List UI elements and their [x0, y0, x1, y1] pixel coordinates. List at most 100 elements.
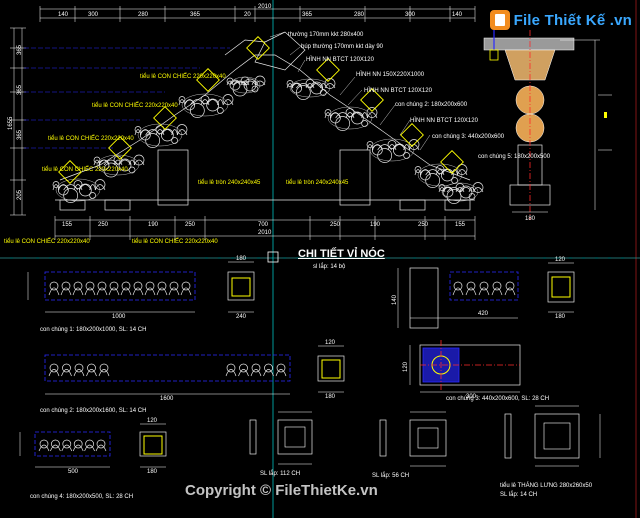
level-lines: [24, 47, 230, 149]
ornament: [134, 123, 188, 148]
note-top-2: HÌNH NN BTCT 120X120: [306, 56, 375, 63]
column-note: con chúng 5: 180x200x500: [478, 154, 551, 160]
top-dim-5: 365: [302, 12, 313, 18]
scroll: [97, 281, 107, 291]
scroll: [51, 439, 60, 449]
left-notes: tiểu lê CON CHIẾC 220x220x40 tiểu lê CON…: [4, 73, 349, 245]
scroll: [181, 281, 191, 291]
part-3-dim-b: 140: [392, 294, 398, 305]
scroll: [85, 439, 94, 449]
scroll: [73, 281, 83, 291]
bottom-dim-1: 250: [98, 222, 109, 228]
scroll: [108, 287, 120, 296]
plaque: [58, 160, 82, 184]
top-dim-0: 140: [58, 12, 69, 18]
top-dim-7: 300: [405, 12, 416, 18]
right-column: [339, 149, 371, 206]
scroll: [263, 369, 274, 377]
scroll: [62, 439, 72, 449]
scroll: [275, 369, 287, 377]
scroll: [72, 444, 84, 452]
file-icon: [489, 10, 510, 30]
part-3-sec-top: 120: [555, 257, 566, 263]
scroll: [478, 287, 490, 296]
scroll: [48, 369, 60, 377]
plaque: [246, 36, 270, 60]
overall-dim-top: 2010: [258, 4, 272, 10]
note-top-3: HÌNH NN 150X220X1000: [356, 71, 425, 78]
scroll: [84, 444, 95, 452]
part-1-dim: 1000: [112, 314, 126, 320]
scroll: [225, 369, 237, 377]
scroll: [85, 281, 95, 291]
bottom-dim-0: 155: [62, 222, 73, 228]
part-2-sec-dim: 180: [325, 394, 336, 400]
scroll: [61, 444, 73, 452]
part-4-sec-dim: 180: [147, 469, 158, 475]
bottom-dim-5: 250: [330, 222, 341, 228]
scroll: [133, 281, 143, 291]
scroll: [95, 444, 107, 452]
roof-elevation: [52, 31, 484, 211]
top-dim-1: 300: [88, 12, 99, 18]
scroll: [157, 281, 167, 291]
part-2-sec-top: 120: [325, 340, 336, 346]
ornament: [226, 75, 266, 97]
roof-notes: thường 170mm kkt 280x400 búp thường 170m…: [288, 32, 505, 140]
left-dim-0: 1655: [8, 116, 14, 130]
ornament: [286, 78, 336, 100]
part-1-outline: [44, 271, 196, 301]
scroll: [98, 369, 110, 377]
scroll: [250, 369, 262, 377]
scroll: [96, 439, 106, 449]
ornament: [324, 106, 378, 131]
bottom-dim-6: 190: [370, 222, 381, 228]
ornament: [438, 182, 484, 204]
left-dim-3: 365: [17, 129, 23, 140]
part-1-sec-dim: 240: [236, 314, 247, 320]
note-top-6: HÌNH NN BTCT 120X120: [410, 117, 479, 124]
scroll: [452, 287, 464, 296]
scroll: [49, 363, 59, 373]
scroll: [73, 369, 85, 377]
ornament: [52, 178, 106, 203]
note-mid-1: tiểu lê tròn 240x240x45: [286, 179, 349, 186]
scroll: [39, 439, 49, 449]
part-4-label: con chúng 4: 180x200x500, SL: 28 CH: [30, 494, 133, 500]
part-4-sec-top: 120: [147, 418, 158, 424]
bottom-dimension-chain: 2010 155 250 190 250 700 250 190 250 155: [54, 216, 476, 240]
top-dim-4: 20: [244, 12, 251, 18]
note-mid-0: tiểu lê tròn 240x240x45: [198, 179, 261, 186]
bottom-dim-8: 155: [455, 222, 466, 228]
top-dim-8: 140: [452, 12, 463, 18]
plaque: [400, 123, 424, 147]
scroll: [99, 363, 109, 373]
part-4-outline: [34, 431, 111, 457]
drawing-title: CHI TIẾT VỈ NÓC: [298, 248, 385, 260]
leader-lines: [269, 31, 431, 151]
note-left-5: tiểu lê CON CHIẾC 220x220x40: [132, 238, 218, 245]
scroll: [169, 281, 179, 291]
site-logo[interactable]: File Thiết Kế .vn: [489, 10, 632, 30]
scroll: [50, 444, 61, 452]
scroll: [61, 369, 72, 377]
tile-1-label: SL lắp: 112 CH: [260, 470, 300, 477]
scroll: [86, 369, 97, 377]
top-dim-2: 280: [138, 12, 149, 18]
note-left-0: tiểu lê CON CHIẾC 220x220x40: [140, 73, 226, 80]
scroll: [276, 363, 286, 373]
scroll: [479, 281, 489, 291]
note-top-7: con chúng 3: 440x200x600: [432, 134, 505, 140]
scroll: [72, 287, 84, 296]
plaque: [316, 58, 340, 82]
column-section: 180 con chúng 5: 180x200x500: [478, 30, 612, 222]
scroll: [87, 363, 96, 373]
part-1-sec-top: 180: [236, 256, 247, 262]
scroll: [132, 287, 144, 296]
scroll: [145, 281, 155, 291]
part-1-label: con chúng 1: 180x200x1000, SL: 14 CH: [40, 327, 146, 333]
left-dim-4: 205: [17, 189, 23, 200]
note-top-1: búp thường 170mm kkt dày 90: [301, 44, 384, 50]
note-top-5: con chúng 2: 180x200x600: [395, 102, 468, 108]
